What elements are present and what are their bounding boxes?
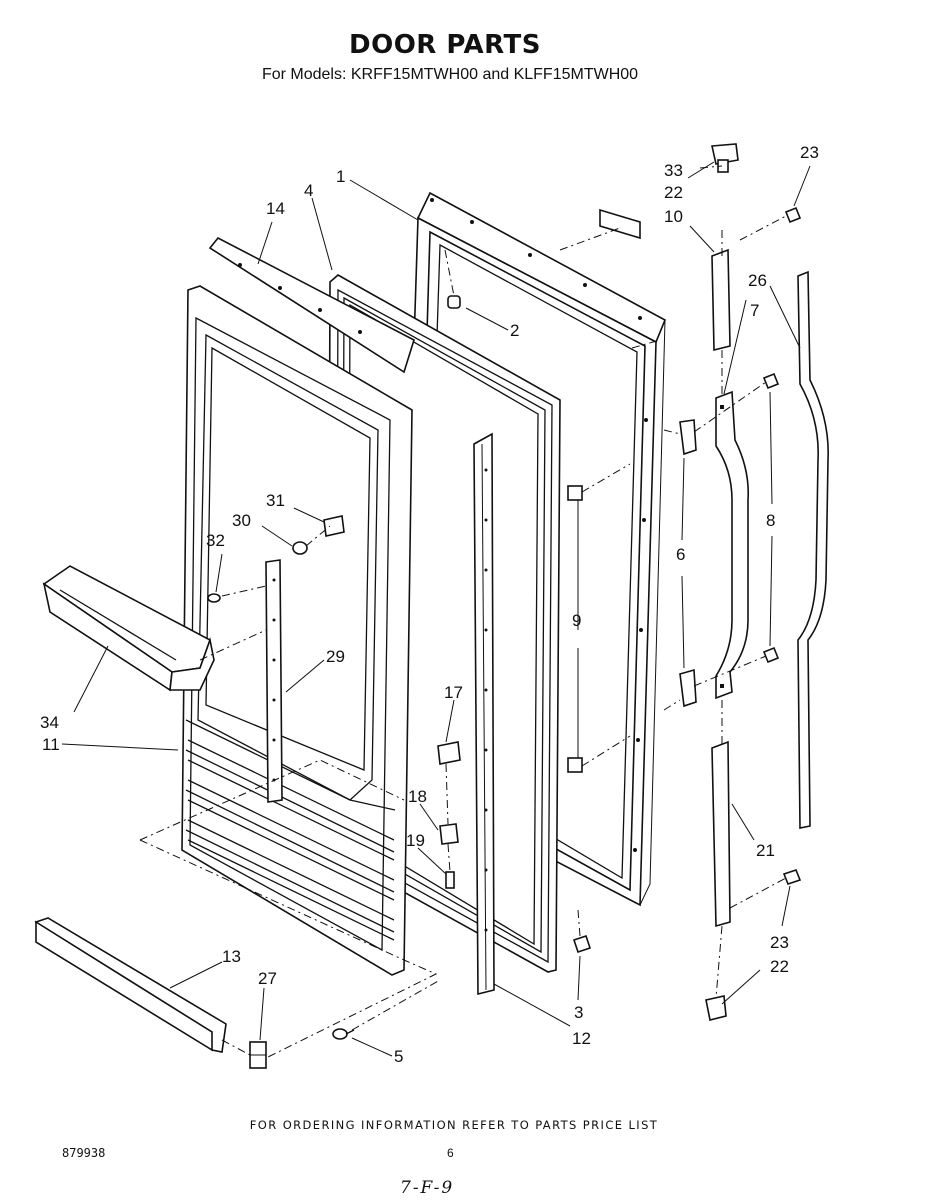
- hinge-parts-17-18-19: [437, 741, 461, 889]
- top-trim-strip: [208, 236, 415, 374]
- callout-2: 2: [510, 321, 519, 340]
- handwritten-note: 7-F-9: [400, 1178, 455, 1198]
- model-subtitle: For Models: KRFF15MTWH00 and KLFF15MTWH0…: [261, 66, 639, 83]
- bottom-screw-3: [572, 934, 592, 954]
- document-number: 879938: [62, 1146, 106, 1160]
- callout-8: 8: [766, 511, 775, 530]
- door-handle-7: [715, 390, 750, 700]
- callout-1: 1: [336, 167, 345, 186]
- top-hinge-cap-22: [711, 143, 739, 173]
- bottom-hinge-22: [705, 995, 727, 1021]
- callout-32: 32: [206, 531, 225, 550]
- callout-31: 31: [266, 491, 285, 510]
- callout-26: 26: [748, 271, 767, 290]
- small-parts-30-31-32: [207, 515, 345, 603]
- callout-17: 17: [444, 683, 463, 702]
- hinge-brackets-9: [567, 485, 583, 773]
- page-number: 6: [447, 1146, 454, 1160]
- callout-22-top: 22: [664, 183, 683, 202]
- callout-27: 27: [258, 969, 277, 988]
- callout-23-top: 23: [800, 143, 819, 162]
- callout-21: 21: [756, 841, 775, 860]
- callout-23-bottom: 23: [770, 933, 789, 952]
- callout-30: 30: [232, 511, 251, 530]
- callout-labels: 1 2 3 4 5 6 7 8 9 10 11 12 13 14 17 18 1…: [40, 143, 819, 1066]
- callout-10: 10: [664, 207, 683, 226]
- screw-5: [332, 1028, 355, 1040]
- long-trim-26: [797, 270, 829, 829]
- assembly-lines: [139, 165, 787, 1059]
- plug-2: [447, 295, 461, 309]
- callout-34: 34: [40, 713, 59, 732]
- inner-door-liner: [181, 285, 413, 976]
- leader-lines: [61, 161, 811, 1057]
- lower-bracket-21: [711, 740, 731, 928]
- callout-9: 9: [572, 611, 581, 630]
- long-vertical-strip: [473, 432, 495, 996]
- screw-23-top: [784, 206, 802, 224]
- callout-33: 33: [664, 161, 683, 180]
- upper-bracket-10: [711, 248, 731, 352]
- label-33: [599, 208, 641, 240]
- callout-4: 4: [304, 181, 313, 200]
- callout-5: 5: [394, 1047, 403, 1066]
- callout-3: 3: [574, 1003, 583, 1022]
- callout-6: 6: [676, 545, 685, 564]
- callout-12: 12: [572, 1029, 591, 1048]
- handle-screws-8: [762, 372, 780, 664]
- door-shelf-bin: [42, 565, 215, 692]
- callout-19: 19: [406, 831, 425, 850]
- handle-clips-6: [679, 419, 697, 708]
- callout-13: 13: [222, 947, 241, 966]
- liner-vertical-strip: [265, 559, 283, 803]
- page-title: DOOR PARTS: [349, 30, 541, 60]
- callout-11: 11: [42, 735, 60, 754]
- callout-29: 29: [326, 647, 345, 666]
- bottom-clip: [249, 1041, 267, 1069]
- callout-7: 7: [750, 301, 759, 320]
- callout-14: 14: [266, 199, 285, 218]
- callout-22-bottom: 22: [770, 957, 789, 976]
- bottom-trim: [34, 917, 227, 1053]
- screw-23-bottom: [782, 869, 802, 885]
- outer-panel-holes: [413, 198, 648, 852]
- ordering-note: FOR ORDERING INFORMATION REFER TO PARTS …: [249, 1118, 659, 1132]
- callout-18: 18: [408, 787, 427, 806]
